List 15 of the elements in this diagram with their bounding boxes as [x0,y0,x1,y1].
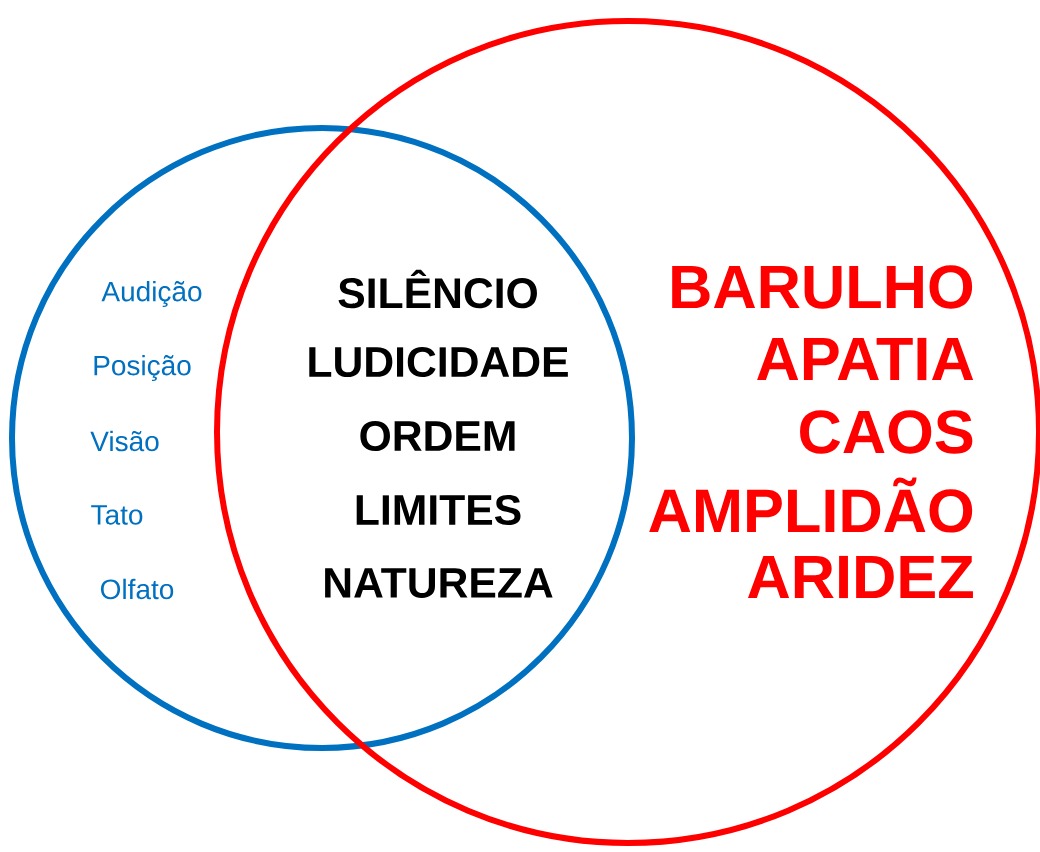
keyword: SILÊNCIO [338,269,537,309]
keyword: ORDEM [360,420,515,452]
keyword: BARULHO [672,265,973,309]
sense-word: Tato [91,505,143,525]
keyword: CAOS [800,410,973,454]
keyword: LIMITES [356,494,521,526]
keyword: LUDICIDADE [309,346,568,378]
keyword: NATUREZA [325,568,553,598]
keyword: ARIDEZ [747,555,973,599]
keyword: APATIA [757,337,974,381]
sense-word: Olfato [100,578,174,600]
sense-word: Audição [101,280,202,308]
sense-word: Visão [90,430,159,452]
keyword: AMPLIDÃO [649,477,973,533]
sense-word: Posição [94,354,191,382]
